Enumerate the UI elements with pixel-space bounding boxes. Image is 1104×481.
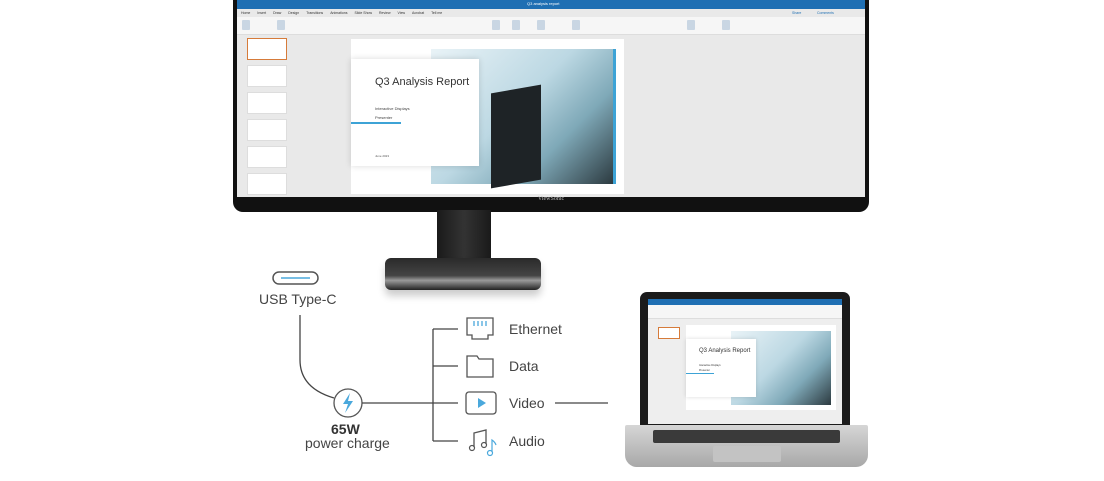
note-accent bbox=[491, 438, 497, 452]
monitor-stand-neck bbox=[437, 210, 491, 262]
tab-draw[interactable]: Draw bbox=[273, 11, 282, 15]
shapes-icon[interactable] bbox=[512, 20, 520, 30]
laptop-slide-canvas[interactable]: Q3 Analysis Report Interactive Displays … bbox=[686, 325, 836, 410]
slide-presenter: Presenter bbox=[375, 115, 393, 120]
slide-thumbnails bbox=[241, 38, 289, 197]
designer-icon[interactable] bbox=[722, 20, 730, 30]
keyboard bbox=[653, 430, 840, 443]
video-frame-icon bbox=[465, 391, 497, 415]
title-card: Q3 Analysis Report Interactive Displays … bbox=[686, 339, 756, 397]
ribbon-toolbar bbox=[237, 17, 865, 35]
slide-thumbnail[interactable] bbox=[247, 173, 287, 195]
slide-date: June 2023 bbox=[375, 154, 390, 158]
textbox-icon[interactable] bbox=[537, 20, 545, 30]
paste-icon[interactable] bbox=[242, 20, 250, 30]
power-label: power charge bbox=[305, 435, 390, 451]
slide-thumbnail[interactable] bbox=[247, 146, 287, 168]
tab-insert[interactable]: Insert bbox=[257, 11, 267, 15]
comments-button[interactable]: Comments bbox=[817, 11, 834, 15]
tab-tell-me[interactable]: Tell me bbox=[431, 11, 443, 15]
monitor: Q3 analysis report Home Insert Draw Desi… bbox=[233, 0, 869, 212]
power-value: 65W bbox=[331, 421, 360, 437]
note-head-accent bbox=[486, 449, 494, 457]
play-icon bbox=[478, 398, 486, 408]
arrange-icon[interactable] bbox=[572, 20, 580, 30]
tab-acrobat[interactable]: Acrobat bbox=[412, 11, 425, 15]
title-card: Q3 Analysis Report Interactive Displays … bbox=[351, 59, 479, 166]
title-underline bbox=[686, 373, 714, 374]
tab-view[interactable]: View bbox=[397, 11, 406, 15]
monitor-screen: Q3 analysis report Home Insert Draw Desi… bbox=[237, 0, 865, 197]
folder-icon bbox=[466, 355, 494, 378]
output-label-audio: Audio bbox=[509, 433, 545, 449]
slide-thumbnail[interactable] bbox=[658, 327, 680, 339]
window-title: Q3 analysis report bbox=[527, 1, 560, 6]
tab-design[interactable]: Design bbox=[288, 11, 300, 15]
tab-slide-show[interactable]: Slide Show bbox=[354, 11, 373, 15]
output-label-ethernet: Ethernet bbox=[509, 321, 562, 337]
slide-subtitle: Interactive Displays bbox=[699, 364, 721, 367]
monitor-stand-base bbox=[385, 258, 541, 290]
laptop-screen: Q3 Analysis Report Interactive Displays … bbox=[648, 299, 842, 424]
share-button[interactable]: Share bbox=[792, 11, 802, 15]
music-notes-icon bbox=[473, 429, 487, 447]
slide-title: Q3 Analysis Report bbox=[699, 348, 751, 354]
slide-canvas[interactable]: Q3 Analysis Report Interactive Displays … bbox=[351, 39, 624, 194]
slide-subtitle: Interactive Displays bbox=[375, 106, 410, 111]
slide-thumbnail[interactable] bbox=[247, 119, 287, 141]
ethernet-pins bbox=[473, 321, 487, 326]
lightning-icon bbox=[343, 393, 353, 413]
note-head bbox=[468, 444, 476, 452]
tab-home[interactable]: Home bbox=[241, 11, 251, 15]
tab-animations[interactable]: Animations bbox=[330, 11, 348, 15]
output-label-video: Video bbox=[509, 395, 545, 411]
ribbon-tabs: Home Insert Draw Design Transitions Anim… bbox=[241, 11, 442, 15]
cable-line bbox=[299, 315, 335, 399]
output-label-data: Data bbox=[509, 358, 539, 374]
accent-bar bbox=[613, 49, 616, 184]
usb-c-port-icon bbox=[272, 271, 319, 285]
ethernet-port-icon bbox=[466, 317, 494, 340]
title-bar: Q3 analysis report bbox=[237, 0, 865, 9]
title-underline bbox=[351, 122, 401, 124]
laptop-title-bar bbox=[648, 299, 842, 305]
laptop-ribbon bbox=[648, 305, 842, 319]
usb-c-label: USB Type-C bbox=[259, 291, 337, 307]
laptop-base bbox=[625, 425, 868, 467]
picture-icon[interactable] bbox=[492, 20, 500, 30]
dictate-icon[interactable] bbox=[687, 20, 695, 30]
brand-logo: ViewSonic bbox=[537, 196, 565, 202]
tab-transitions[interactable]: Transitions bbox=[306, 11, 324, 15]
note-head bbox=[480, 441, 488, 449]
laptop: Q3 Analysis Report Interactive Displays … bbox=[640, 292, 850, 427]
slide-thumbnail[interactable] bbox=[247, 38, 287, 60]
slide-thumbnail[interactable] bbox=[247, 65, 287, 87]
slide-presenter: Presenter bbox=[699, 369, 710, 372]
slide-thumbnail[interactable] bbox=[247, 92, 287, 114]
slide-title: Q3 Analysis Report bbox=[375, 76, 470, 88]
new-slide-icon[interactable] bbox=[277, 20, 285, 30]
trackpad bbox=[713, 446, 781, 462]
tab-review[interactable]: Review bbox=[379, 11, 391, 15]
